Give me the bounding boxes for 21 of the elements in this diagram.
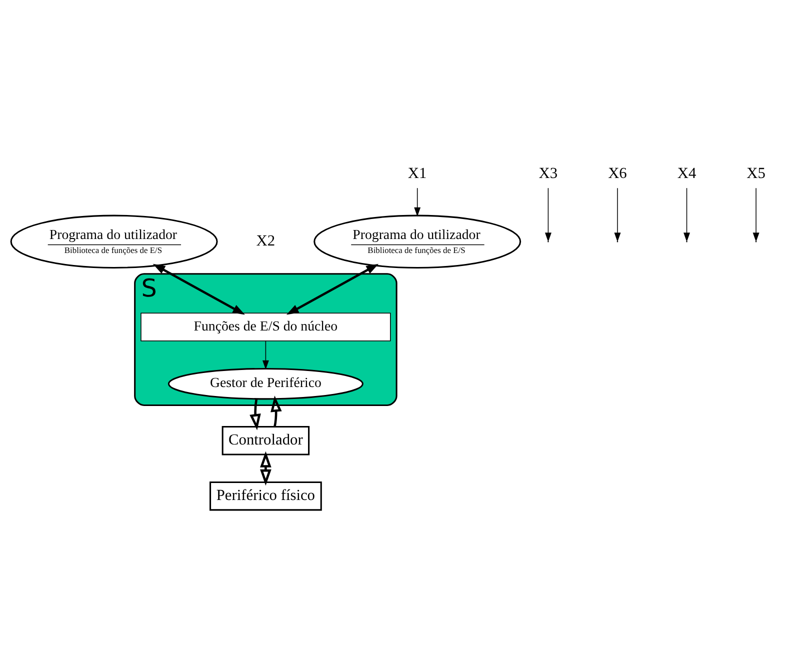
node-box: Funções de E/S do núcleo (140, 312, 391, 342)
node-text: X3 (538, 164, 558, 182)
arrow (270, 396, 282, 427)
arrow (414, 188, 421, 217)
arrow (262, 340, 269, 370)
label: X2 (256, 232, 276, 250)
arrow (260, 451, 272, 486)
node-ellipse: Gestor de Periférico (168, 368, 364, 400)
arrow (544, 188, 552, 242)
arrow (684, 188, 690, 242)
node-ellipse: Programa do utilizador Biblioteca de funções de E/S (314, 214, 522, 268)
node-ellipse: Programa do utilizador Biblioteca de funções de E/S (10, 214, 218, 268)
node-text: X5 (746, 164, 766, 182)
node-text: X6 (608, 164, 627, 182)
node-text: X4 (677, 164, 696, 182)
arrow (152, 264, 245, 315)
node-box: Periférico físico (210, 481, 322, 511)
arrow (250, 398, 261, 430)
arrow (286, 264, 379, 315)
node-text: X1 (408, 164, 427, 182)
node-box: Controlador (222, 426, 310, 456)
